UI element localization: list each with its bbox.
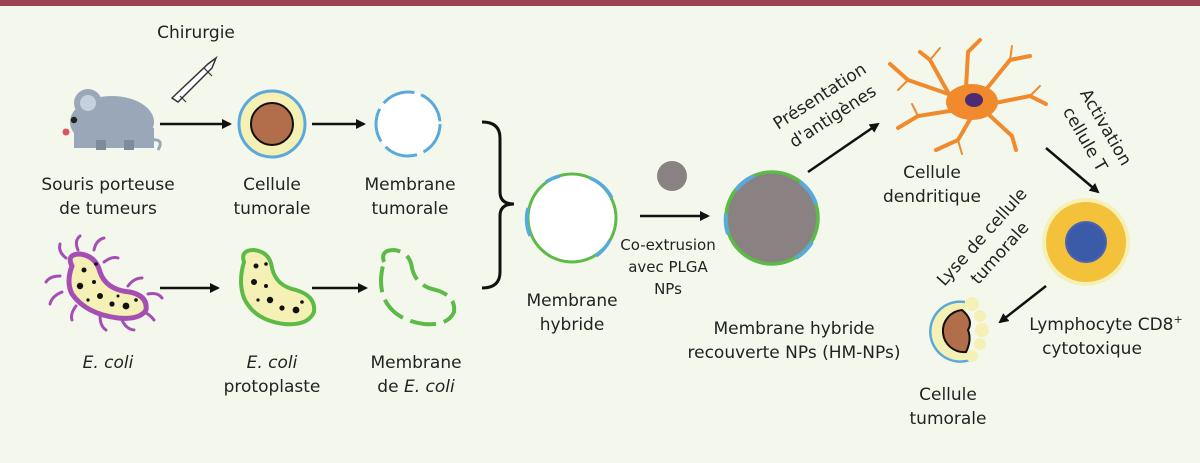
arrow-presentation	[807, 122, 880, 174]
tumor-membrane-label-line2: tumorale	[372, 199, 449, 219]
lysed-tumor-cell-icon	[929, 297, 989, 363]
coextrusion-label-line2: avec PLGA	[628, 258, 708, 276]
hm-nanoparticle-icon	[723, 170, 820, 266]
ecoli-membrane-label-prefix: de	[377, 377, 404, 397]
t-cell-icon	[1042, 198, 1130, 286]
surgery-label: Chirurgie	[157, 23, 235, 43]
hmnp-label-line2: recouverte NPs (HM-NPs)	[688, 343, 901, 363]
plga-nanoparticle-icon	[657, 161, 687, 191]
presentation-label-group: Présentation d'antigènes	[770, 59, 881, 152]
ecoli-membrane-label-line2: de E. coli	[377, 377, 455, 397]
hmnp-label-line1: Membrane hybride	[713, 319, 874, 339]
ecoli-membrane-label-line1: Membrane	[370, 353, 461, 373]
ecoli-membrane-icon	[379, 247, 457, 327]
hybrid-membrane-icon	[524, 172, 618, 264]
final-tumor-label-line1: Cellule	[919, 385, 977, 405]
merge-bracket	[481, 120, 515, 290]
hybrid-membrane-label-line1: Membrane	[526, 291, 617, 311]
tumor-cell-icon	[237, 89, 307, 159]
mouse-label-line2: de tumeurs	[59, 199, 157, 219]
cd8-label-superscript: +	[1174, 313, 1183, 326]
top-accent-bar	[0, 0, 1200, 6]
protoplast-label-line2: protoplaste	[224, 377, 321, 397]
dendritic-cell-icon	[888, 38, 1048, 155]
ecoli-protoplast-icon	[239, 247, 317, 327]
mouse-icon	[62, 89, 162, 151]
tumor-membrane-label-line1: Membrane	[364, 175, 455, 195]
mouse-label-line1: Souris porteuse	[41, 175, 174, 195]
arrow-lysis	[998, 285, 1047, 324]
hybrid-membrane-label-line2: hybride	[540, 315, 605, 335]
ecoli-membrane-label-italic: E. coli	[404, 377, 455, 397]
tumor-membrane-icon	[374, 90, 442, 158]
coextrusion-label-line3: NPs	[654, 280, 682, 298]
cd8-label-line2: cytotoxique	[1042, 339, 1142, 359]
tumor-cell-label-line1: Cellule	[243, 175, 301, 195]
tumor-cell-label-line2: tumorale	[234, 199, 311, 219]
dendritic-label-line1: Cellule	[903, 163, 961, 183]
protoplast-label-line1: E. coli	[247, 353, 298, 373]
ecoli-label: E. coli	[83, 353, 134, 373]
cd8-label-text: Lymphocyte CD8	[1029, 315, 1173, 335]
final-tumor-label-line2: tumorale	[910, 409, 987, 429]
dendritic-label-line2: dendritique	[883, 187, 981, 207]
arrow-activation	[1045, 147, 1100, 194]
scalpel-icon	[170, 55, 218, 103]
coextrusion-label-line1: Co-extrusion	[620, 236, 715, 254]
cd8-label-line1: Lymphocyte CD8+	[1029, 313, 1182, 335]
ecoli-bacterium-icon	[44, 234, 164, 332]
